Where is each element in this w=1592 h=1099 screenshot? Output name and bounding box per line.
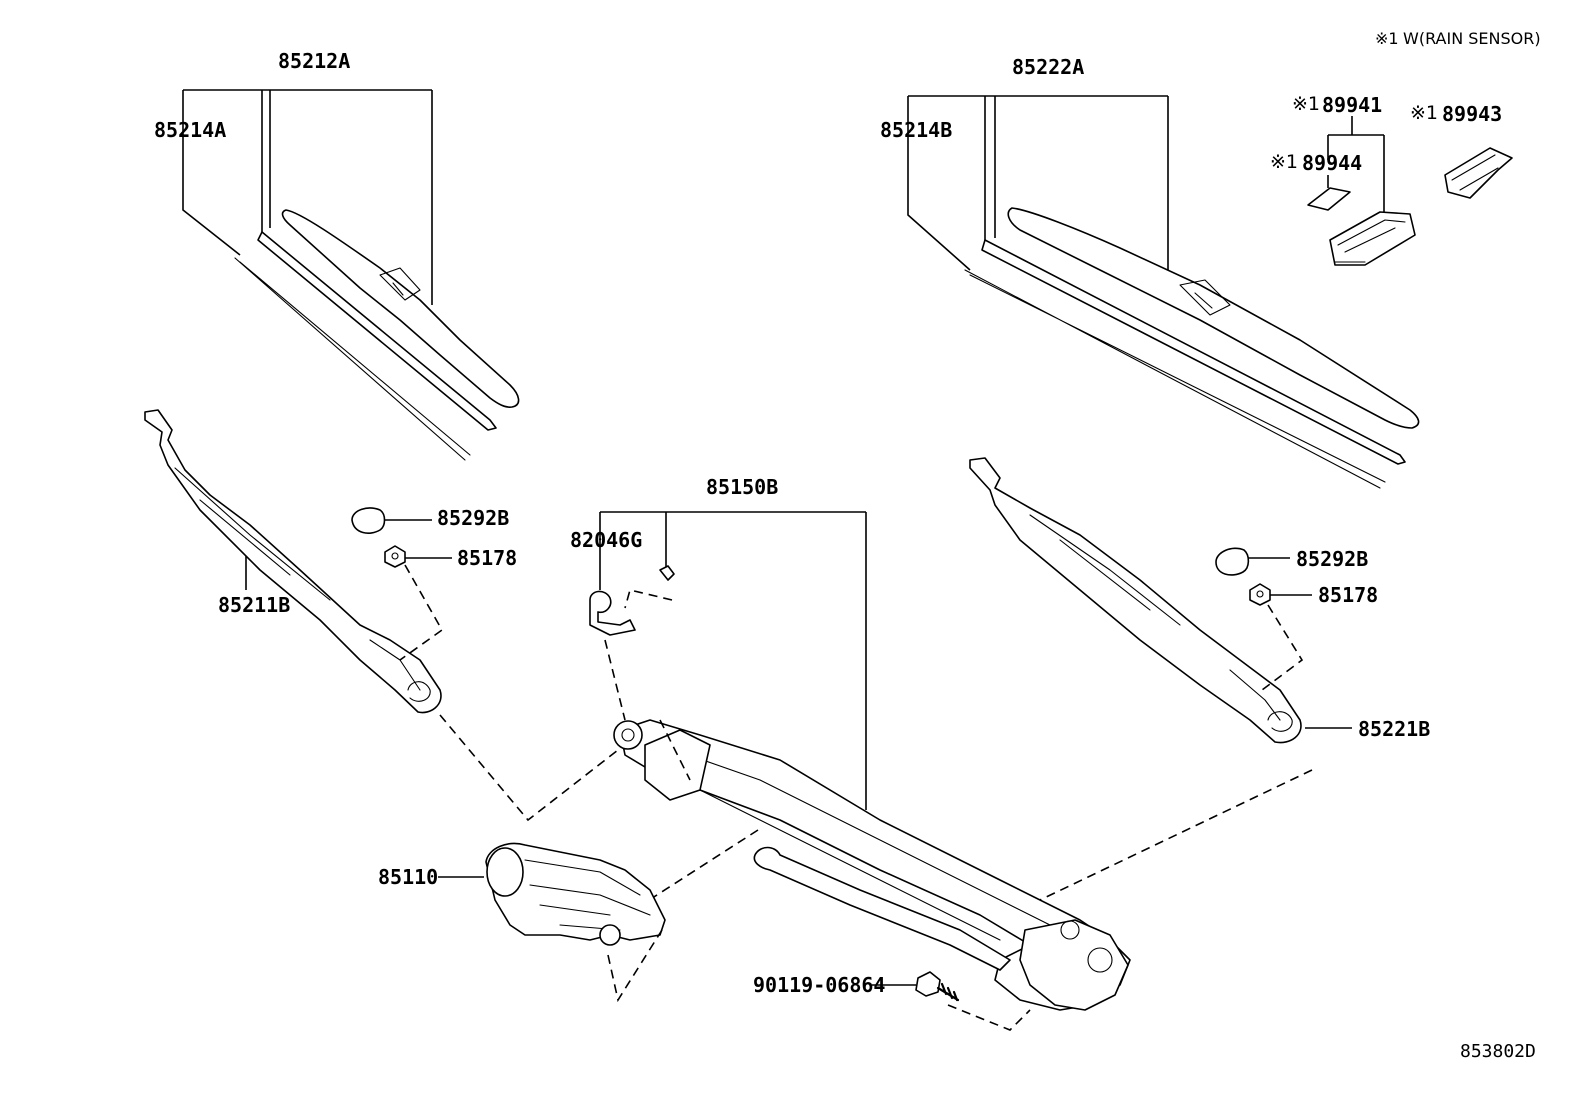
linkage-frame-85150B bbox=[619, 719, 1131, 1011]
clamp-82046G bbox=[589, 590, 636, 636]
label-85150B[interactable]: 85150B bbox=[706, 475, 778, 499]
sensor-cover-detail bbox=[1451, 154, 1499, 191]
pivot-bracket-left bbox=[644, 729, 711, 801]
label-85178-right[interactable]: 85178 bbox=[1318, 583, 1378, 607]
left-arm-group: 85292B 85178 85211B bbox=[144, 409, 517, 714]
ref-mark-89943: ※1 bbox=[1410, 102, 1438, 124]
nut-85178-right bbox=[1249, 583, 1271, 606]
label-85211B[interactable]: 85211B bbox=[218, 593, 290, 617]
linkage-rod-lower bbox=[689, 784, 1001, 941]
dash-bolt-to-motor-end bbox=[947, 1004, 1031, 1031]
sensor-cover-89943 bbox=[1444, 147, 1513, 199]
label-89943[interactable]: 89943 bbox=[1442, 102, 1502, 126]
motor-detail bbox=[524, 859, 651, 931]
rain-sensor-detail bbox=[1334, 219, 1406, 263]
pivot-left bbox=[613, 720, 643, 750]
blade-rail-left bbox=[257, 231, 497, 431]
dash-left-arm-to-pivot bbox=[439, 714, 619, 822]
blade-connector-right bbox=[1179, 279, 1231, 316]
leader-85150B bbox=[599, 511, 867, 810]
note-mark: ※1 bbox=[1375, 29, 1399, 48]
sensor-gel-pad-89944 bbox=[1307, 187, 1351, 211]
label-85214A[interactable]: 85214A bbox=[154, 118, 226, 142]
bolt-group: 90119-06864 bbox=[753, 971, 1031, 1031]
ref-mark-89941: ※1 bbox=[1292, 93, 1320, 115]
label-85222A[interactable]: 85222A bbox=[1012, 55, 1084, 79]
rain-sensor-note: ※1 W(RAIN SENSOR) bbox=[1375, 29, 1541, 48]
dash-clamp-to-pivot bbox=[604, 639, 626, 721]
note-text: W(RAIN SENSOR) bbox=[1403, 29, 1541, 48]
linkage-group: 85150B 82046G bbox=[439, 475, 1313, 1011]
left-blade-group: 85212A 85214A bbox=[154, 49, 520, 461]
bolt-thread bbox=[936, 982, 960, 1002]
motor-mount-circle bbox=[1087, 947, 1113, 973]
leader-85212A bbox=[182, 89, 433, 305]
linkage-rod-upper bbox=[659, 744, 1081, 941]
right-arm-group: 85292B 85178 85221B bbox=[969, 457, 1430, 744]
arm-detail-right bbox=[1029, 514, 1293, 732]
dash-clip-to-clamp bbox=[624, 589, 673, 609]
label-85292B-left[interactable]: 85292B bbox=[437, 506, 509, 530]
rain-sensor-group: ※1 89941 ※1 89943 ※1 89944 bbox=[1270, 93, 1513, 266]
drawing-id: 853802D bbox=[1460, 1041, 1536, 1062]
label-85110[interactable]: 85110 bbox=[378, 865, 438, 889]
dash-85178-to-arm-left bbox=[399, 564, 444, 661]
dash-motor-to-bolt bbox=[607, 929, 663, 1003]
pivot-right-hole bbox=[1060, 920, 1080, 940]
dash-pivot-to-motor bbox=[659, 719, 691, 781]
pivot-left-hole bbox=[621, 728, 635, 742]
label-85221B[interactable]: 85221B bbox=[1358, 717, 1430, 741]
label-85178-left[interactable]: 85178 bbox=[457, 546, 517, 570]
label-89941[interactable]: 89941 bbox=[1322, 93, 1382, 117]
label-90119-06864[interactable]: 90119-06864 bbox=[753, 973, 885, 997]
linkage-motor-end bbox=[1019, 919, 1129, 1011]
motor-shaft bbox=[599, 924, 621, 946]
dash-right-arm-to-pivot bbox=[1039, 769, 1313, 901]
motor-group: 85110 bbox=[378, 842, 666, 1003]
drive-link bbox=[753, 846, 1011, 971]
wiper-arm-85221B bbox=[969, 457, 1302, 744]
wiper-arm-85211B bbox=[144, 409, 442, 714]
label-85212A[interactable]: 85212A bbox=[278, 49, 350, 73]
bolt-90119-06864 bbox=[915, 971, 941, 997]
label-85214B[interactable]: 85214B bbox=[880, 118, 952, 142]
wiper-blade-85222A bbox=[1007, 207, 1420, 429]
motor-body-end bbox=[486, 847, 524, 897]
blade-rail-right bbox=[981, 239, 1406, 465]
label-89944[interactable]: 89944 bbox=[1302, 151, 1362, 175]
right-blade-group: 85222A 85214B bbox=[880, 55, 1420, 489]
wiper-blade-85212A bbox=[281, 209, 520, 408]
clip-small bbox=[659, 565, 675, 581]
nut-hole-right bbox=[1256, 590, 1264, 598]
arm-cap-85292B-right bbox=[1215, 547, 1250, 576]
rubber-refill-85214A bbox=[234, 257, 471, 461]
leader-85222A bbox=[907, 95, 1169, 272]
nut-hole-left bbox=[391, 552, 399, 560]
rubber-refill-85214B bbox=[964, 269, 1386, 489]
label-82046G[interactable]: 82046G bbox=[570, 528, 642, 552]
nut-85178-left bbox=[384, 545, 406, 568]
leader-89941 bbox=[1327, 116, 1385, 212]
arm-detail-left bbox=[174, 467, 431, 702]
ref-mark-89944: ※1 bbox=[1270, 151, 1298, 173]
arm-cap-85292B-left bbox=[351, 507, 386, 534]
label-85292B-right[interactable]: 85292B bbox=[1296, 547, 1368, 571]
dash-85178-to-arm-right bbox=[1261, 604, 1304, 691]
blade-connector-left bbox=[379, 267, 421, 301]
